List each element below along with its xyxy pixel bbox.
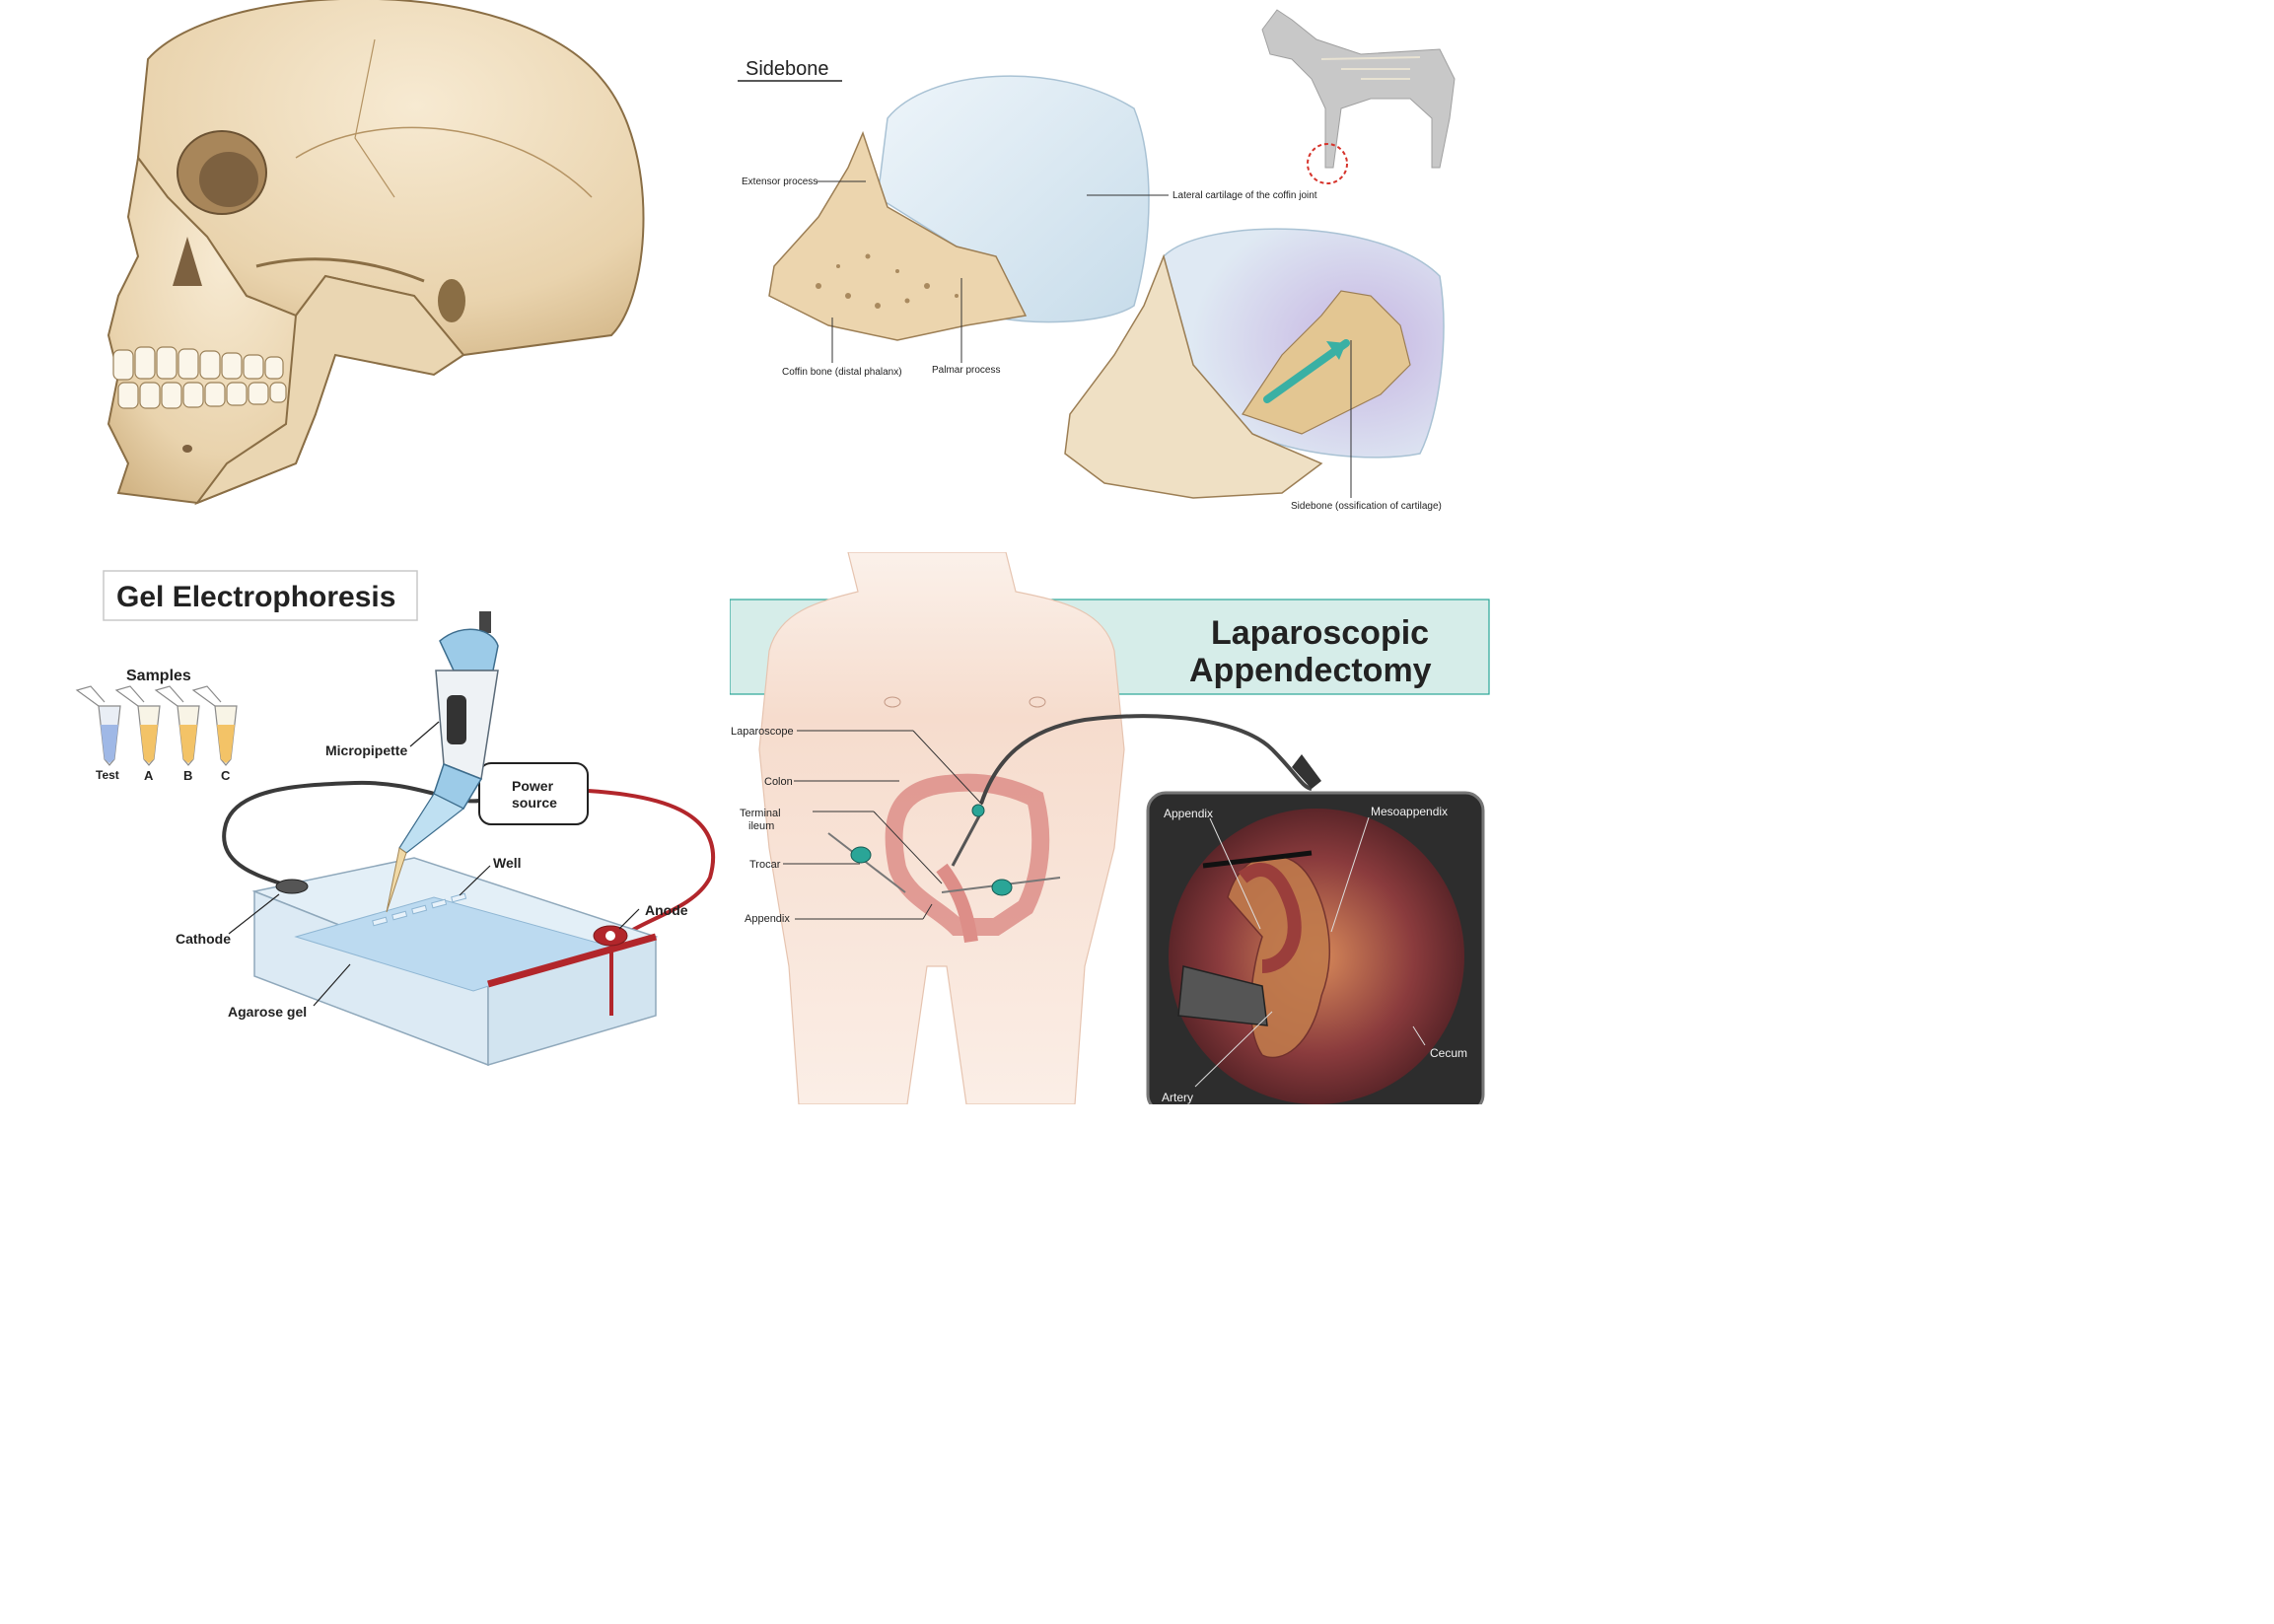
- label-laparoscope: Laparoscope: [731, 726, 794, 738]
- gel-title: Gel Electrophoresis: [116, 581, 395, 613]
- lap-title-line1: Laparoscopic: [1211, 614, 1429, 652]
- inset-label-artery: Artery: [1162, 1091, 1193, 1104]
- sidebone-illustration-panel: Sidebone Extensor process Lateral c: [730, 0, 1530, 552]
- inset-label-cecum: Cecum: [1430, 1046, 1467, 1060]
- label-trocar: Trocar: [749, 859, 781, 871]
- sample-label-c: C: [221, 768, 231, 783]
- label-anode: Anode: [645, 902, 688, 918]
- laparoscopic-appendectomy-diagram: Laparoscopic Appendectomy Laparoscope Co…: [730, 552, 1490, 1104]
- label-lateral-cartilage: Lateral cartilage of the coffin joint: [1173, 190, 1317, 201]
- label-extensor-process: Extensor process: [742, 177, 817, 187]
- samples-heading: Samples: [126, 668, 191, 684]
- label-sidebone: Sidebone (ossification of cartilage): [1291, 501, 1442, 512]
- power-source-line1: Power: [512, 778, 554, 794]
- inset-label-mesoappendix: Mesoappendix: [1371, 805, 1448, 818]
- gel-tank: [251, 857, 659, 1067]
- power-source-line2: source: [512, 795, 557, 811]
- gel-electrophoresis-panel: Gel Electrophoresis Samples Test A B: [0, 552, 730, 1104]
- micropipette-icon: [386, 611, 499, 913]
- label-coffin-bone: Coffin bone (distal phalanx): [782, 367, 902, 378]
- sample-label-test: Test: [96, 768, 119, 782]
- inset-label-appendix: Appendix: [1164, 807, 1213, 820]
- sample-label-b: B: [183, 768, 192, 783]
- sidebone-title: Sidebone: [746, 58, 829, 80]
- label-micropipette: Micropipette: [325, 742, 407, 758]
- sidebone-illustration: Sidebone Extensor process Lateral c: [738, 9, 1456, 512]
- label-agarose-gel: Agarose gel: [228, 1004, 307, 1020]
- label-terminal-ileum-line2: ileum: [748, 820, 774, 832]
- power-source-box: [478, 762, 589, 825]
- label-appendix: Appendix: [745, 913, 790, 925]
- gel-electrophoresis-diagram: Gel Electrophoresis Samples Test A B: [75, 570, 715, 1067]
- laparoscopic-appendectomy-panel: Laparoscopic Appendectomy Laparoscope Co…: [730, 552, 1530, 1104]
- label-palmar-process: Palmar process: [932, 365, 1000, 376]
- label-colon: Colon: [764, 776, 793, 788]
- skull-illustration-panel: [0, 0, 730, 552]
- label-cathode: Cathode: [176, 931, 231, 947]
- skull-illustration: [107, 0, 645, 506]
- lap-title-line2: Appendectomy: [1189, 652, 1432, 689]
- label-terminal-ileum-line1: Terminal: [740, 808, 781, 819]
- sample-tubes-icon: [75, 685, 238, 766]
- sample-label-a: A: [144, 768, 154, 783]
- horse-skeleton-icon: [1261, 9, 1456, 184]
- label-well: Well: [493, 855, 522, 871]
